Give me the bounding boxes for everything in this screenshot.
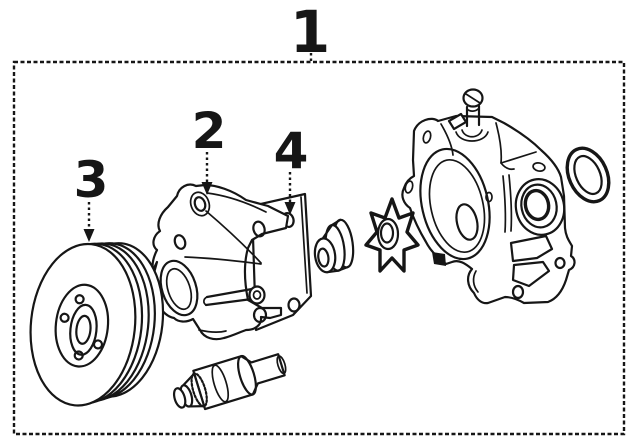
pulley bbox=[29, 242, 165, 407]
callout-1-label[interactable]: 1 bbox=[290, 0, 330, 66]
impeller bbox=[364, 197, 420, 273]
water-pump-body bbox=[151, 183, 290, 341]
callout-4-label[interactable]: 4 bbox=[274, 122, 309, 180]
callout-1[interactable]: 1 bbox=[290, 0, 330, 66]
callout-2[interactable]: 2 bbox=[192, 102, 227, 195]
callout-3[interactable]: 3 bbox=[74, 151, 109, 242]
bleeder-fitting bbox=[447, 88, 484, 131]
shaft-bearing bbox=[172, 353, 287, 411]
callout-4[interactable]: 4 bbox=[274, 122, 309, 215]
assembly-border bbox=[12, 60, 626, 436]
callout-3-label[interactable]: 3 bbox=[74, 151, 109, 209]
mechanical-seal bbox=[313, 218, 355, 274]
rear-housing bbox=[401, 114, 576, 305]
callout-2-label[interactable]: 2 bbox=[192, 102, 227, 160]
o-ring bbox=[565, 146, 611, 204]
